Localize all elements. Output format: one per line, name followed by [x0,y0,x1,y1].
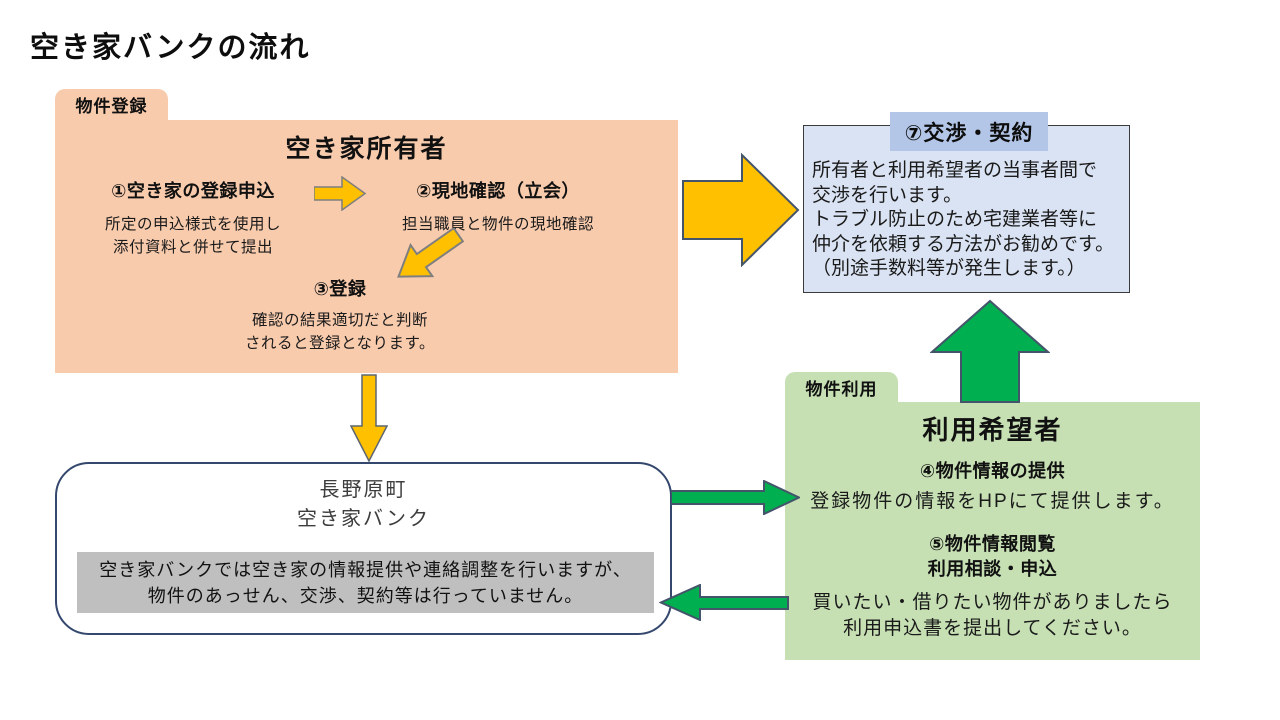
registration-panel: 空き家所有者 ①空き家の登録申込 所定の申込様式を使用し 添付資料と併せて提出 … [55,120,678,373]
green-right-arrow-icon [671,480,800,515]
negotiation-line5: （別途手数料等が発生します。） [812,258,1086,279]
yellow-diagonal-arrow-icon [390,228,466,284]
green-up-arrow-icon [930,299,1050,403]
step1-desc-line2: 添付資料と併せて提出 [112,239,273,256]
bank-name-line2: 空き家バンク [297,508,430,530]
negotiation-panel: 所有者と利用希望者の当事者間で 交渉を行います。 トラブル防止のため宅建業者等に… [803,125,1130,293]
bank-name-line1: 長野原町 [319,479,408,501]
step1-heading: ①空き家の登録申込 [111,181,275,201]
user-title: 利用希望者 [922,415,1063,445]
yellow-big-right-arrow-icon [682,153,800,267]
step4-description: 登録物件の情報をHPにて提供します。 [810,491,1175,512]
use-tab: 物件利用 [785,372,898,403]
use-panel: 利用希望者 ④物件情報の提供 登録物件の情報をHPにて提供します。 ⑤物件情報閲… [785,402,1200,660]
negotiation-line4: 仲介を依頼する方法がお勧めです。 [812,233,1115,255]
step1-desc-line1: 所定の申込様式を使用し [104,216,281,233]
step2-desc-line1: 担当職員と物件の現地確認 [401,216,594,233]
bank-note-line1: 空き家バンクでは空き家の情報提供や連絡調整を行いますが、 [99,559,632,580]
green-left-arrow-icon [659,584,789,621]
bank-note: 空き家バンクでは空き家の情報提供や連絡調整を行いますが、 物件のあっせん、交渉、… [77,552,654,613]
negotiation-line3: トラブル防止のため宅建業者等に [812,209,1098,230]
yellow-down-arrow-icon [350,374,388,462]
step5-desc-line1: 買いたい・借りたい物件がありましたら [812,592,1173,613]
yellow-right-arrow-icon [314,176,366,211]
page-title: 空き家バンクの流れ [30,32,311,64]
step3-desc-line1: 確認の結果適切だと判断 [251,312,428,329]
bank-name: 長野原町 空き家バンク [57,476,670,534]
step5-heading: ⑤物件情報閲覧 利用相談・申込 [785,532,1200,582]
registration-tab: 物件登録 [55,89,168,120]
step2-heading: ②現地確認（立会） [416,181,580,201]
step5-heading-line1: ⑤物件情報閲覧 [929,534,1056,554]
step5-description: 買いたい・借りたい物件がありましたら 利用申込書を提出してください。 [785,590,1200,642]
bank-panel: 長野原町 空き家バンク 空き家バンクでは空き家の情報提供や連絡調整を行いますが、… [55,462,672,635]
step4-heading: ④物件情報の提供 [919,461,1066,481]
step2-block: ②現地確認（立会） 担当職員と物件の現地確認 [370,177,626,236]
step1-block: ①空き家の登録申込 所定の申込様式を使用し 添付資料と併せて提出 [63,177,323,259]
negotiation-line1: 所有者と利用希望者の当事者間で [812,160,1098,181]
step3-heading: ③登録 [313,279,367,299]
bank-note-line2: 物件のあっせん、交渉、契約等は行っていません。 [147,585,584,606]
step5-heading-line2: 利用相談・申込 [927,559,1058,579]
step3-block: ③登録 確認の結果適切だと判断 されると登録となります。 [175,275,505,355]
negotiation-body: 所有者と利用希望者の当事者間で 交渉を行います。 トラブル防止のため宅建業者等に… [812,159,1130,282]
negotiation-title-band: ⑦交渉・契約 [890,112,1048,151]
negotiation-line2: 交渉を行います。 [812,184,963,206]
step3-desc-line2: されると登録となります。 [245,335,435,352]
owner-title: 空き家所有者 [285,135,448,163]
step5-desc-line2: 利用申込書を提出してください。 [843,618,1142,639]
